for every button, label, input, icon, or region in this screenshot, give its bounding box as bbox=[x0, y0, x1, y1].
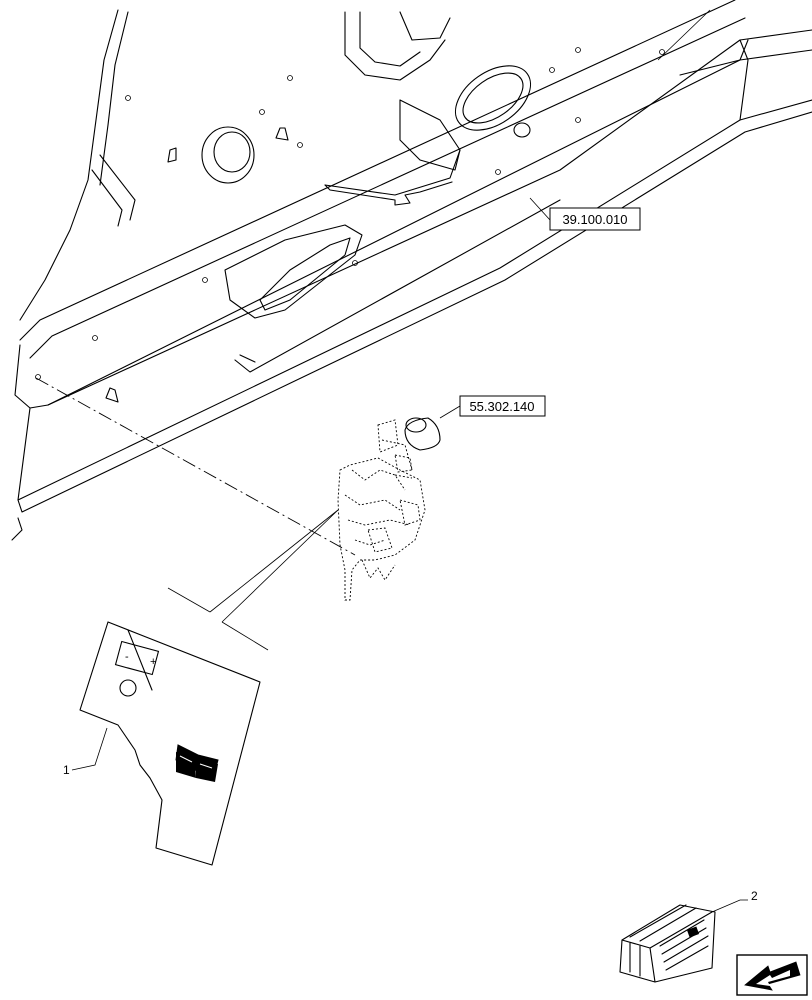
battery-switch-assembly bbox=[337, 417, 441, 601]
battery-minus-sign: - bbox=[125, 651, 129, 663]
kit-box bbox=[619, 904, 716, 983]
decal-leader-a-tail bbox=[167, 587, 211, 613]
frame-reference-label: 39.100.010 bbox=[562, 212, 627, 227]
frame-reference-callout[interactable]: 39.100.010 bbox=[529, 197, 641, 231]
battery-plus-sign: + bbox=[150, 656, 156, 668]
decal-leader-b bbox=[221, 509, 339, 623]
frame-rail bbox=[11, 0, 812, 541]
callout-1[interactable]: 1 bbox=[63, 727, 108, 777]
switch-reference-label: 55.302.140 bbox=[469, 399, 534, 414]
callout-2-label: 2 bbox=[751, 889, 758, 903]
decal-leader-a bbox=[209, 509, 339, 613]
operator-manual-icon bbox=[175, 744, 219, 782]
decal-plate: - + bbox=[79, 621, 261, 866]
center-line bbox=[35, 377, 356, 556]
decal-leader-b-tail bbox=[221, 621, 269, 651]
arrow-down-left-icon[interactable] bbox=[736, 954, 808, 996]
leader-line bbox=[657, 9, 711, 61]
battery-crossed-icon: - + bbox=[114, 629, 160, 691]
switch-reference-callout[interactable]: 55.302.140 bbox=[439, 395, 546, 419]
callout-2[interactable]: 2 bbox=[711, 889, 758, 913]
indicator-circle-icon bbox=[119, 679, 137, 697]
callout-1-label: 1 bbox=[63, 763, 70, 777]
